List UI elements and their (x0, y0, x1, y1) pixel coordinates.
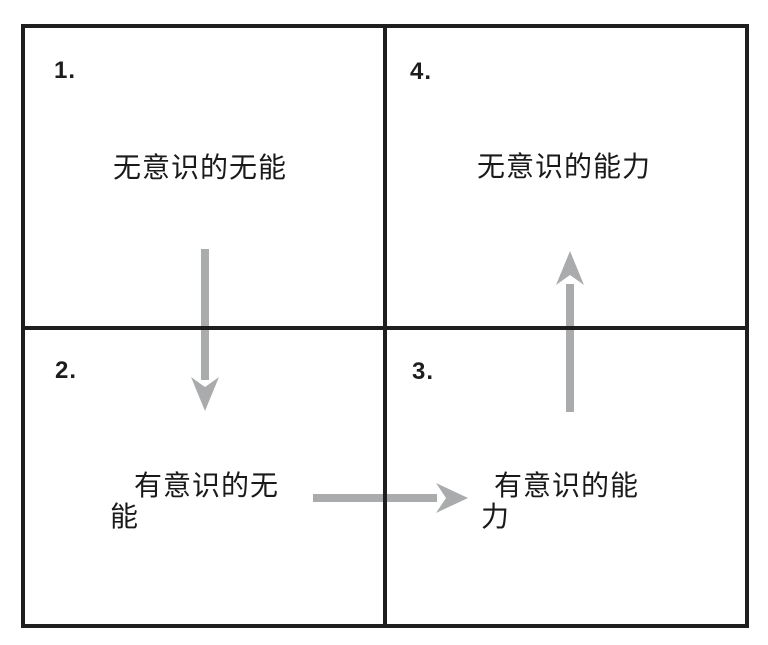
quadrant-1-number: 1. (54, 57, 77, 84)
quadrant-2-number: 2. (55, 357, 78, 384)
quadrant-2-label-line-2: 能 (110, 501, 140, 532)
quadrant-4-label-line: 无意识的能力 (476, 151, 651, 182)
quadrant-3-label: 有意识的能 力 (481, 470, 661, 532)
quadrant-4-label: 无意识的能力 (454, 151, 674, 182)
quadrant-1-label: 无意识的无能 (90, 152, 310, 183)
quadrant-2-label: 有意识的无 能 (110, 470, 290, 532)
quadrant-3-number: 3. (412, 358, 435, 385)
quadrant-3-label-line-2: 力 (481, 501, 511, 532)
quadrant-1-label-line: 无意识的无能 (112, 152, 287, 183)
quadrant-3-label-line-1: 有意识的能 (494, 470, 640, 501)
quadrant-2-label-line-1: 有意识的无 (134, 470, 280, 501)
horizontal-divider (21, 326, 749, 330)
quadrant-4-number: 4. (410, 58, 433, 85)
